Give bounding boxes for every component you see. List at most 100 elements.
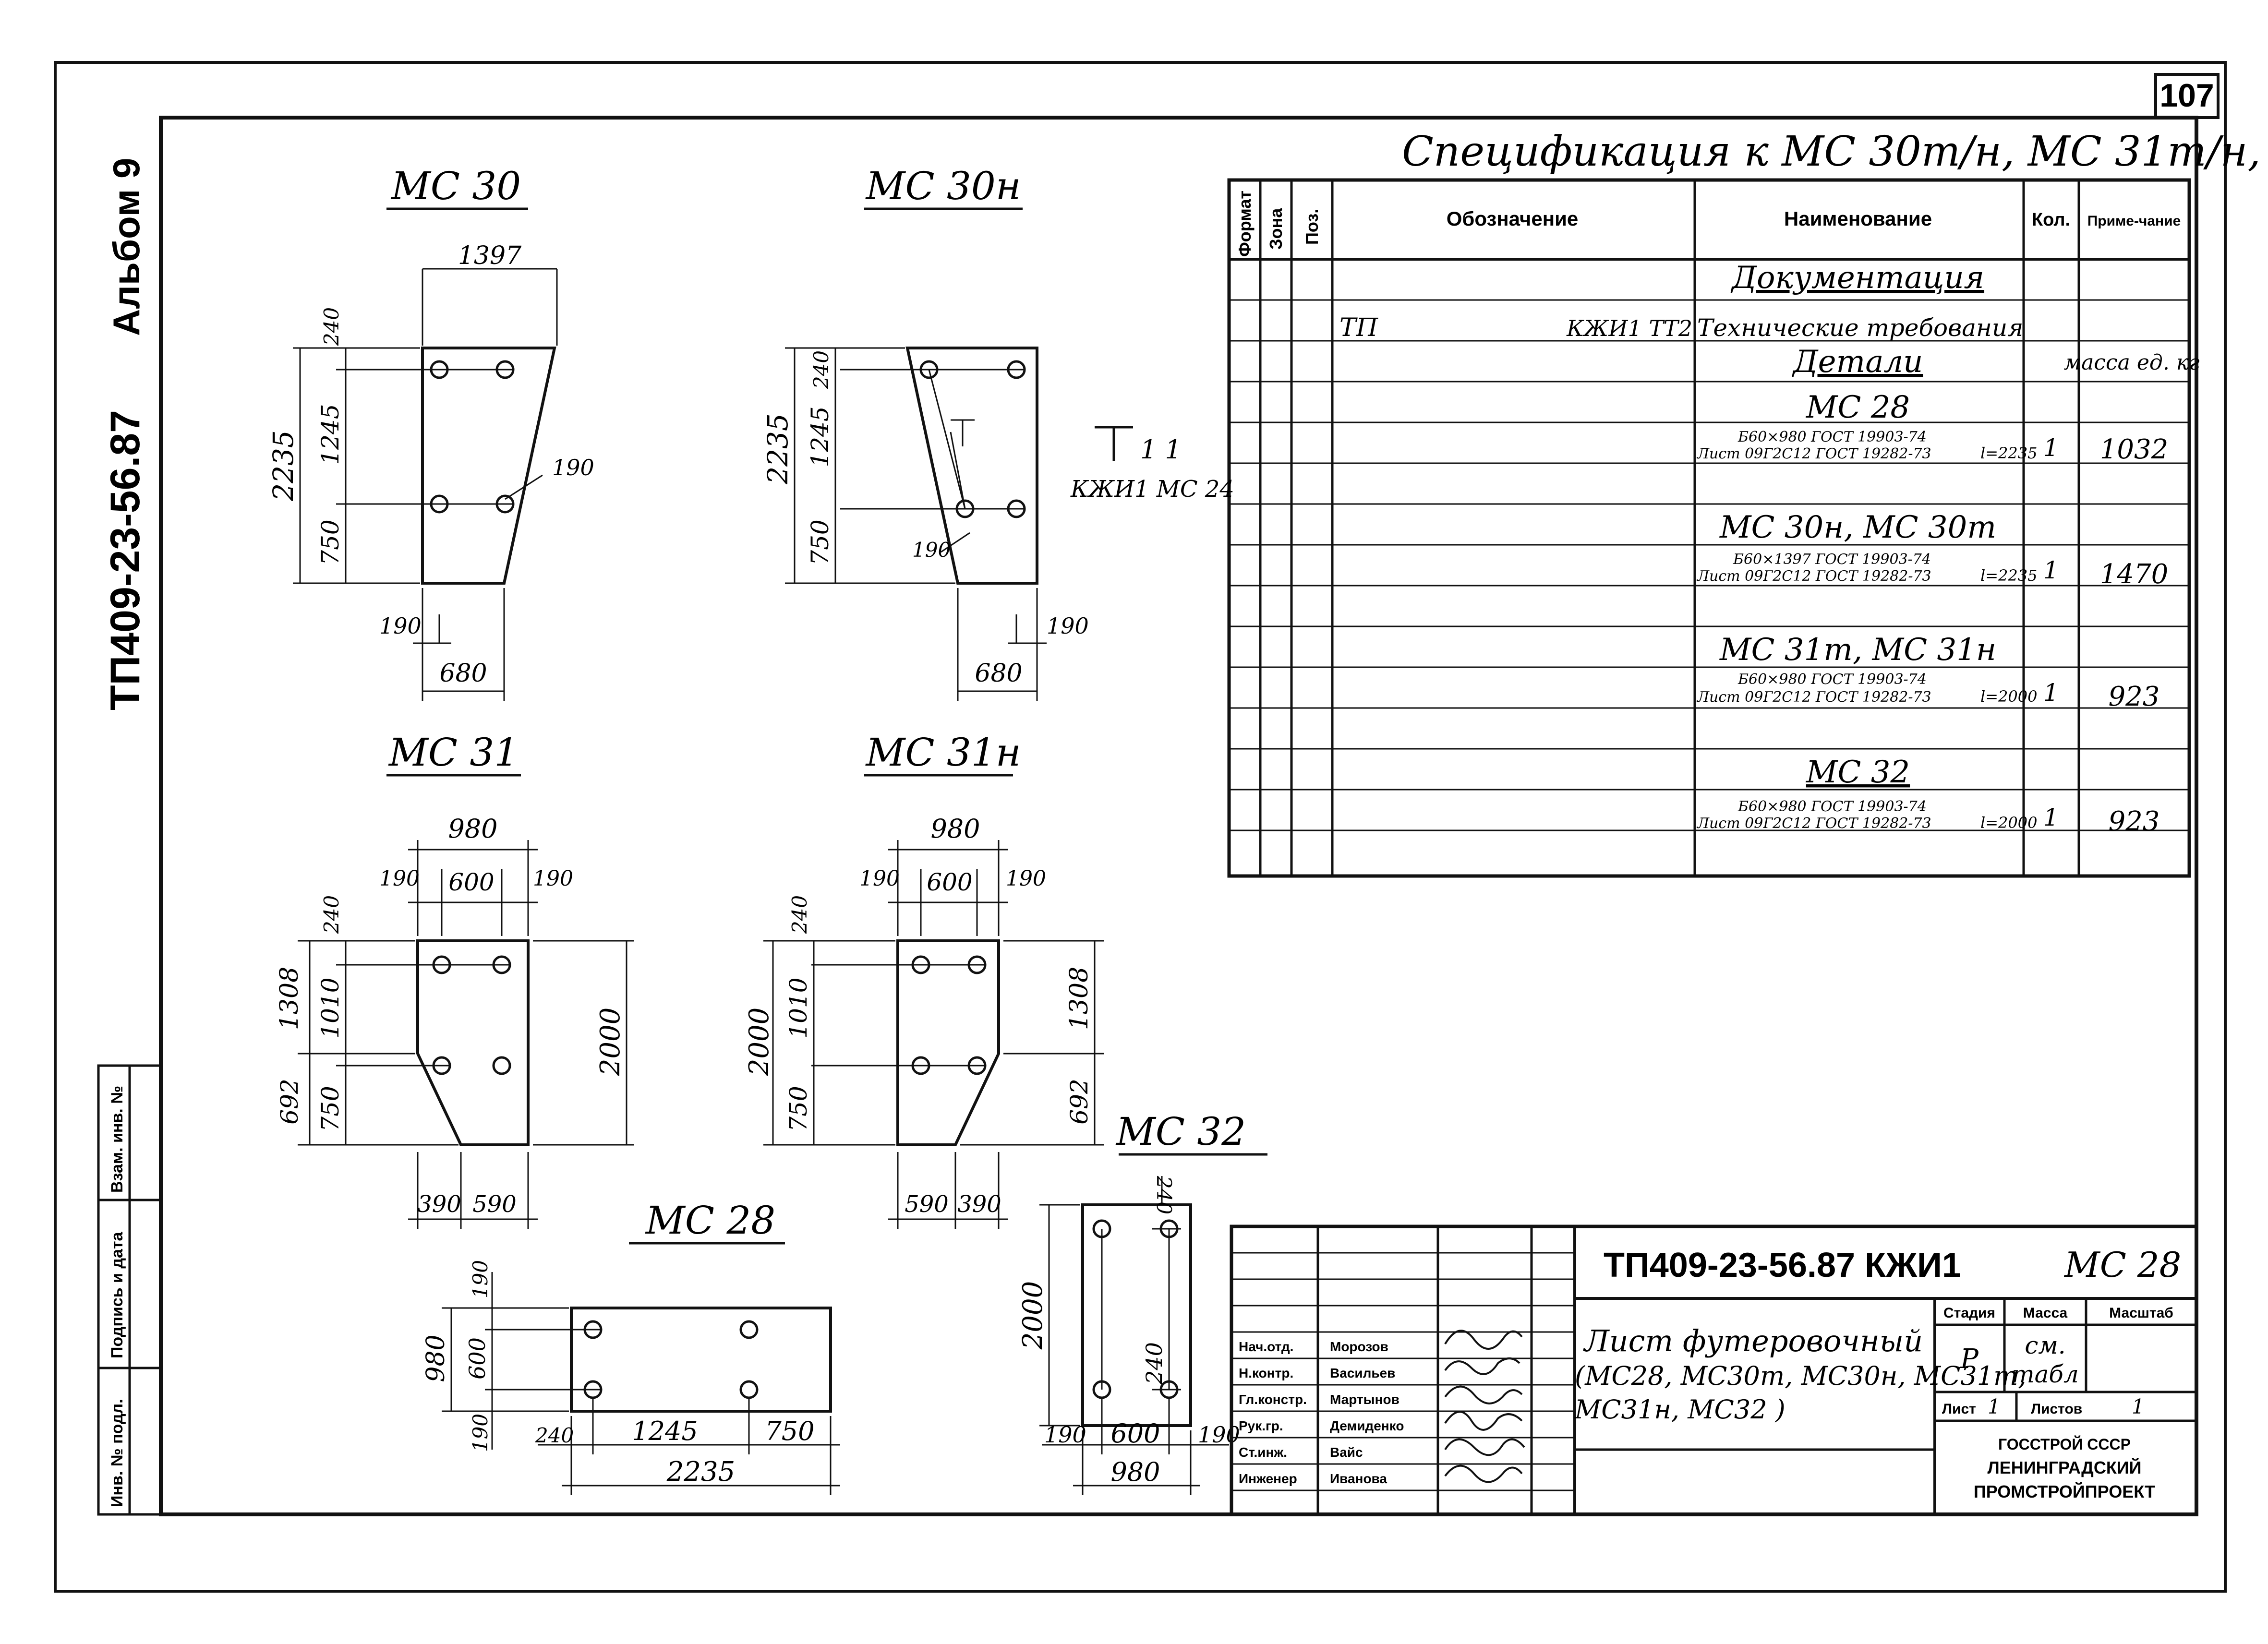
row-mc31-bottom: Лист 09Г2С12 ГОСТ 19282-73 — [1696, 689, 1931, 706]
spec-title: Спецификация к МС 30т/н, МС 31т/н, МС 32… — [1402, 128, 2268, 176]
mc31-bot-right: 590 — [472, 1191, 517, 1218]
stamp-title-line2: (МС28, МС30т, МС30н, МС31т, — [1575, 1361, 2027, 1391]
header-format: Формат — [1235, 191, 1255, 257]
mc31-width: 980 — [448, 814, 497, 844]
mc30n-bottom-width: 680 — [975, 659, 1022, 688]
mc28-total: 2235 — [666, 1456, 736, 1488]
header-note: Приме-чание — [2087, 213, 2181, 229]
stamp-code: ТП409-23-56.87 КЖИ1 — [1604, 1246, 1961, 1284]
mc30-h-bot: 750 — [316, 519, 344, 565]
mc30n-outline — [905, 347, 1038, 585]
person-3-role: Рук.гр. — [1239, 1418, 1283, 1433]
row-details: Детали — [1792, 344, 1923, 380]
inner-frame — [159, 116, 2198, 1516]
mc31-bot-left: 390 — [417, 1191, 461, 1218]
row-tech-requirements: Технические требования — [1697, 314, 2023, 342]
stamp-mass-line1: см. — [2025, 1332, 2065, 1359]
row-mc30-bottom: Лист 09Г2С12 ГОСТ 19282-73 — [1696, 568, 1931, 585]
mc31n-right: 190 — [1006, 866, 1046, 891]
mc31n-bot-left: 590 — [905, 1191, 949, 1218]
mc30-h-total: 2235 — [267, 430, 300, 502]
spec-table — [1227, 178, 2191, 878]
mc30n-side: 190 — [912, 538, 951, 562]
person-3-name: Демиденко — [1330, 1418, 1404, 1433]
stamp-sheets-label: Листов — [2031, 1401, 2082, 1417]
mc31-h-bot: 750 — [316, 1086, 344, 1131]
stamp-inv-label: Инв. № подл. — [108, 1399, 126, 1507]
mc31-h-total: 2000 — [595, 1008, 626, 1077]
mc32-mid: 600 — [1110, 1418, 1160, 1449]
mc31n-title: МС 31н — [865, 730, 1021, 775]
person-1-role: Н.контр. — [1239, 1366, 1293, 1380]
stamp-org2: ЛЕНИНГРАДСКИЙ — [1987, 1457, 2141, 1477]
mc32-h-total: 2000 — [1017, 1281, 1049, 1350]
person-4-role: Ст.инж. — [1239, 1445, 1287, 1460]
mc32-h-top: 240 — [1152, 1176, 1176, 1214]
album-label: Альбом 9 — [105, 158, 147, 336]
mc32-title: МС 32 — [1115, 1109, 1246, 1154]
mc30n-title: МС 30н — [865, 164, 1021, 208]
stamp-sign-label: Подпись и дата — [108, 1231, 126, 1358]
mc31n-h-bot: 750 — [784, 1086, 812, 1131]
row-doc-code-right: КЖИ1 ТТ2 — [1566, 315, 1692, 341]
person-0-role: Нач.отд. — [1239, 1339, 1293, 1354]
mc31-right: 190 — [533, 866, 573, 891]
row-mc30-qty: 1 — [2043, 556, 2059, 584]
mc30n-h-top: 240 — [809, 350, 833, 389]
mc31-h-upper: 1308 — [275, 967, 304, 1030]
section-label: 1 1 — [1140, 434, 1182, 465]
mc30-h-mid: 1245 — [316, 404, 344, 465]
mc31n-h-top: 240 — [788, 895, 811, 934]
person-0-name: Морозов — [1330, 1339, 1388, 1354]
header-zone: Зона — [1266, 208, 1286, 250]
mc28-h-top: 190 — [469, 1260, 492, 1298]
row-mc28-len: l=2235 — [1980, 444, 2037, 462]
mc32-h-inner: 240 — [1141, 1342, 1167, 1385]
mc31n-h-total: 2000 — [744, 1008, 775, 1077]
mc31-h-top: 240 — [320, 895, 343, 934]
row-mass-note: масса ед. кг — [2064, 350, 2200, 375]
mc28-title: МС 28 — [645, 1198, 775, 1243]
mc31-outline — [416, 939, 530, 1146]
person-4-name: Вайс — [1330, 1445, 1363, 1460]
sheet-number: 107 — [2159, 77, 2214, 114]
mc31n-width: 980 — [930, 814, 980, 844]
stamp-org3: ПРОМСТРОЙПРОЕКТ — [1974, 1481, 2155, 1501]
row-mc32-qty: 1 — [2043, 804, 2059, 831]
row-mc30-top: Б60×1397 ГОСТ 19903-74 — [1733, 551, 1931, 568]
section-ref: КЖИ1 МС 24 — [1070, 476, 1234, 503]
mc31n-h-mid: 1010 — [784, 977, 812, 1038]
mc32-left: 190 — [1044, 1422, 1086, 1448]
mc31n-mid: 600 — [927, 868, 972, 896]
mc28-h-mid: 600 — [464, 1337, 490, 1380]
person-5-name: Иванова — [1330, 1471, 1387, 1486]
mc30-h-top: 240 — [320, 307, 343, 346]
person-1-name: Васильев — [1330, 1366, 1395, 1380]
mc31-left: 190 — [379, 866, 420, 891]
mc32-right: 190 — [1198, 1422, 1240, 1448]
row-mc28-bottom: Лист 09Г2С12 ГОСТ 19282-73 — [1696, 445, 1931, 462]
mc31-title: МС 31 — [388, 730, 519, 775]
row-mc31-mass: 923 — [2109, 681, 2160, 712]
mc28-h-bot: 190 — [469, 1414, 492, 1452]
title-block — [1230, 1224, 2198, 1516]
signatures — [1444, 1330, 1525, 1483]
mc30n-h-mid: 1245 — [806, 406, 834, 467]
mc30n-h-total: 2235 — [761, 413, 794, 485]
mc31n-outline — [896, 939, 1000, 1146]
stamp-mass-label: Масса — [2023, 1305, 2068, 1321]
stamp-code-part: МС 28 — [2063, 1245, 2181, 1285]
row-mc30-mass: 1470 — [2100, 559, 2169, 590]
mc31n-bot-right: 390 — [957, 1191, 1001, 1218]
person-2-role: Гл.констр. — [1239, 1392, 1307, 1407]
mc32-total: 980 — [1110, 1457, 1160, 1487]
vertical-code: ТП409-23-56.87 — [102, 410, 148, 710]
mc30n-bottom-edge: 190 — [1047, 613, 1089, 639]
stamp-scale-label: Масштаб — [2109, 1305, 2173, 1321]
row-mc28-mass: 1032 — [2100, 434, 2169, 465]
header-designation: Обозначение — [1447, 207, 1579, 230]
mc31-h-lower: 692 — [276, 1079, 303, 1124]
row-mc32-bottom: Лист 09Г2С12 ГОСТ 19282-73 — [1696, 815, 1931, 832]
row-mc31-top: Б60×980 ГОСТ 19903-74 — [1737, 671, 1927, 688]
mc30-bottom-edge: 190 — [379, 613, 422, 639]
